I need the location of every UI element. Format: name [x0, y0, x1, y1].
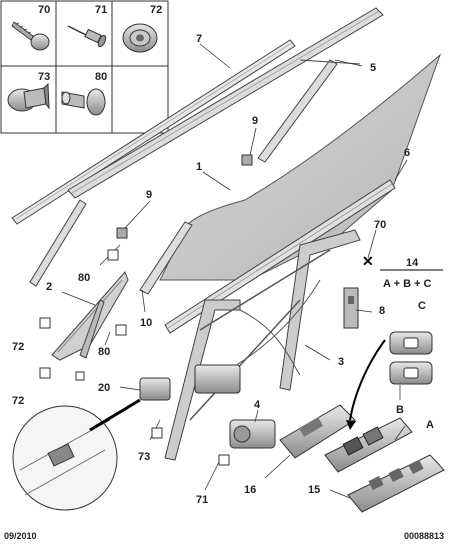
window-motor — [229, 419, 276, 449]
callout-boxes — [39, 249, 230, 466]
arrow-line — [349, 339, 386, 421]
screw-icon — [11, 21, 50, 51]
master-switch-panel — [347, 454, 445, 513]
door-glass — [159, 53, 442, 281]
diagram-reference: 00088813 — [403, 531, 444, 541]
quarter-glass — [51, 271, 129, 361]
grommet-icon — [122, 23, 158, 53]
callout-1: 1 — [196, 161, 202, 173]
fastener-ref-80: 80 — [95, 71, 107, 83]
rivet-icon — [67, 25, 107, 48]
callout-80: 80 — [98, 346, 110, 358]
fastener-ref-73: 73 — [38, 71, 50, 83]
detail-arrow — [89, 398, 141, 432]
multi-switch-panel — [324, 417, 413, 473]
leader-lines — [61, 43, 408, 499]
callout-7: 7 — [196, 33, 202, 45]
diagram-date: 09/2010 — [4, 531, 37, 541]
fastener-box: 70 71 72 73 80 — [0, 0, 169, 134]
callout-b: B — [396, 404, 404, 416]
arrow-head-icon — [346, 420, 356, 430]
callout-80: 80 — [78, 272, 90, 284]
push-clip-icon — [7, 82, 50, 112]
callout-10: 10 — [140, 317, 152, 329]
window-regulator — [164, 229, 361, 461]
callout-2: 2 — [46, 281, 52, 293]
callout-14: 14 — [406, 257, 419, 269]
callout-8: 8 — [379, 305, 385, 317]
callout-70: 70 — [374, 219, 386, 231]
glass-run-channel — [29, 7, 384, 287]
callout-5: 5 — [370, 62, 376, 74]
guide-rail — [139, 221, 193, 295]
switch-button-c — [389, 331, 433, 355]
callout-16: 16 — [244, 484, 256, 496]
fastener-ref-70: 70 — [38, 4, 50, 16]
control-module — [139, 377, 171, 401]
callout-9: 9 — [252, 115, 258, 127]
single-switch-panel — [279, 404, 356, 459]
fastener-ref-71: 71 — [95, 4, 107, 16]
callout-72: 72 — [12, 395, 24, 407]
callout-a: A — [426, 419, 434, 431]
callout-20: 20 — [98, 382, 110, 394]
switch-button-b — [389, 361, 433, 385]
plug-clip-icon — [61, 88, 106, 116]
clip-icon — [241, 154, 253, 166]
cross-mark-icon: ✕ — [362, 253, 374, 269]
callout-9: 9 — [146, 189, 152, 201]
callout-c: C — [418, 300, 426, 312]
formula-label: A + B + C — [383, 278, 432, 290]
fastener-ref-72: 72 — [150, 4, 162, 16]
outer-seal-strip — [11, 39, 296, 225]
callout-6: 6 — [404, 147, 410, 159]
fastener-box-frame — [0, 0, 169, 134]
clip-icon — [116, 227, 128, 239]
callout-71: 71 — [196, 494, 208, 506]
detail-circle — [12, 405, 118, 511]
callout-73: 73 — [138, 451, 150, 463]
callout-15: 15 — [308, 484, 320, 496]
callout-72: 72 — [12, 341, 24, 353]
callout-4: 4 — [254, 399, 261, 411]
callout-3: 3 — [338, 356, 344, 368]
connector — [343, 287, 359, 329]
